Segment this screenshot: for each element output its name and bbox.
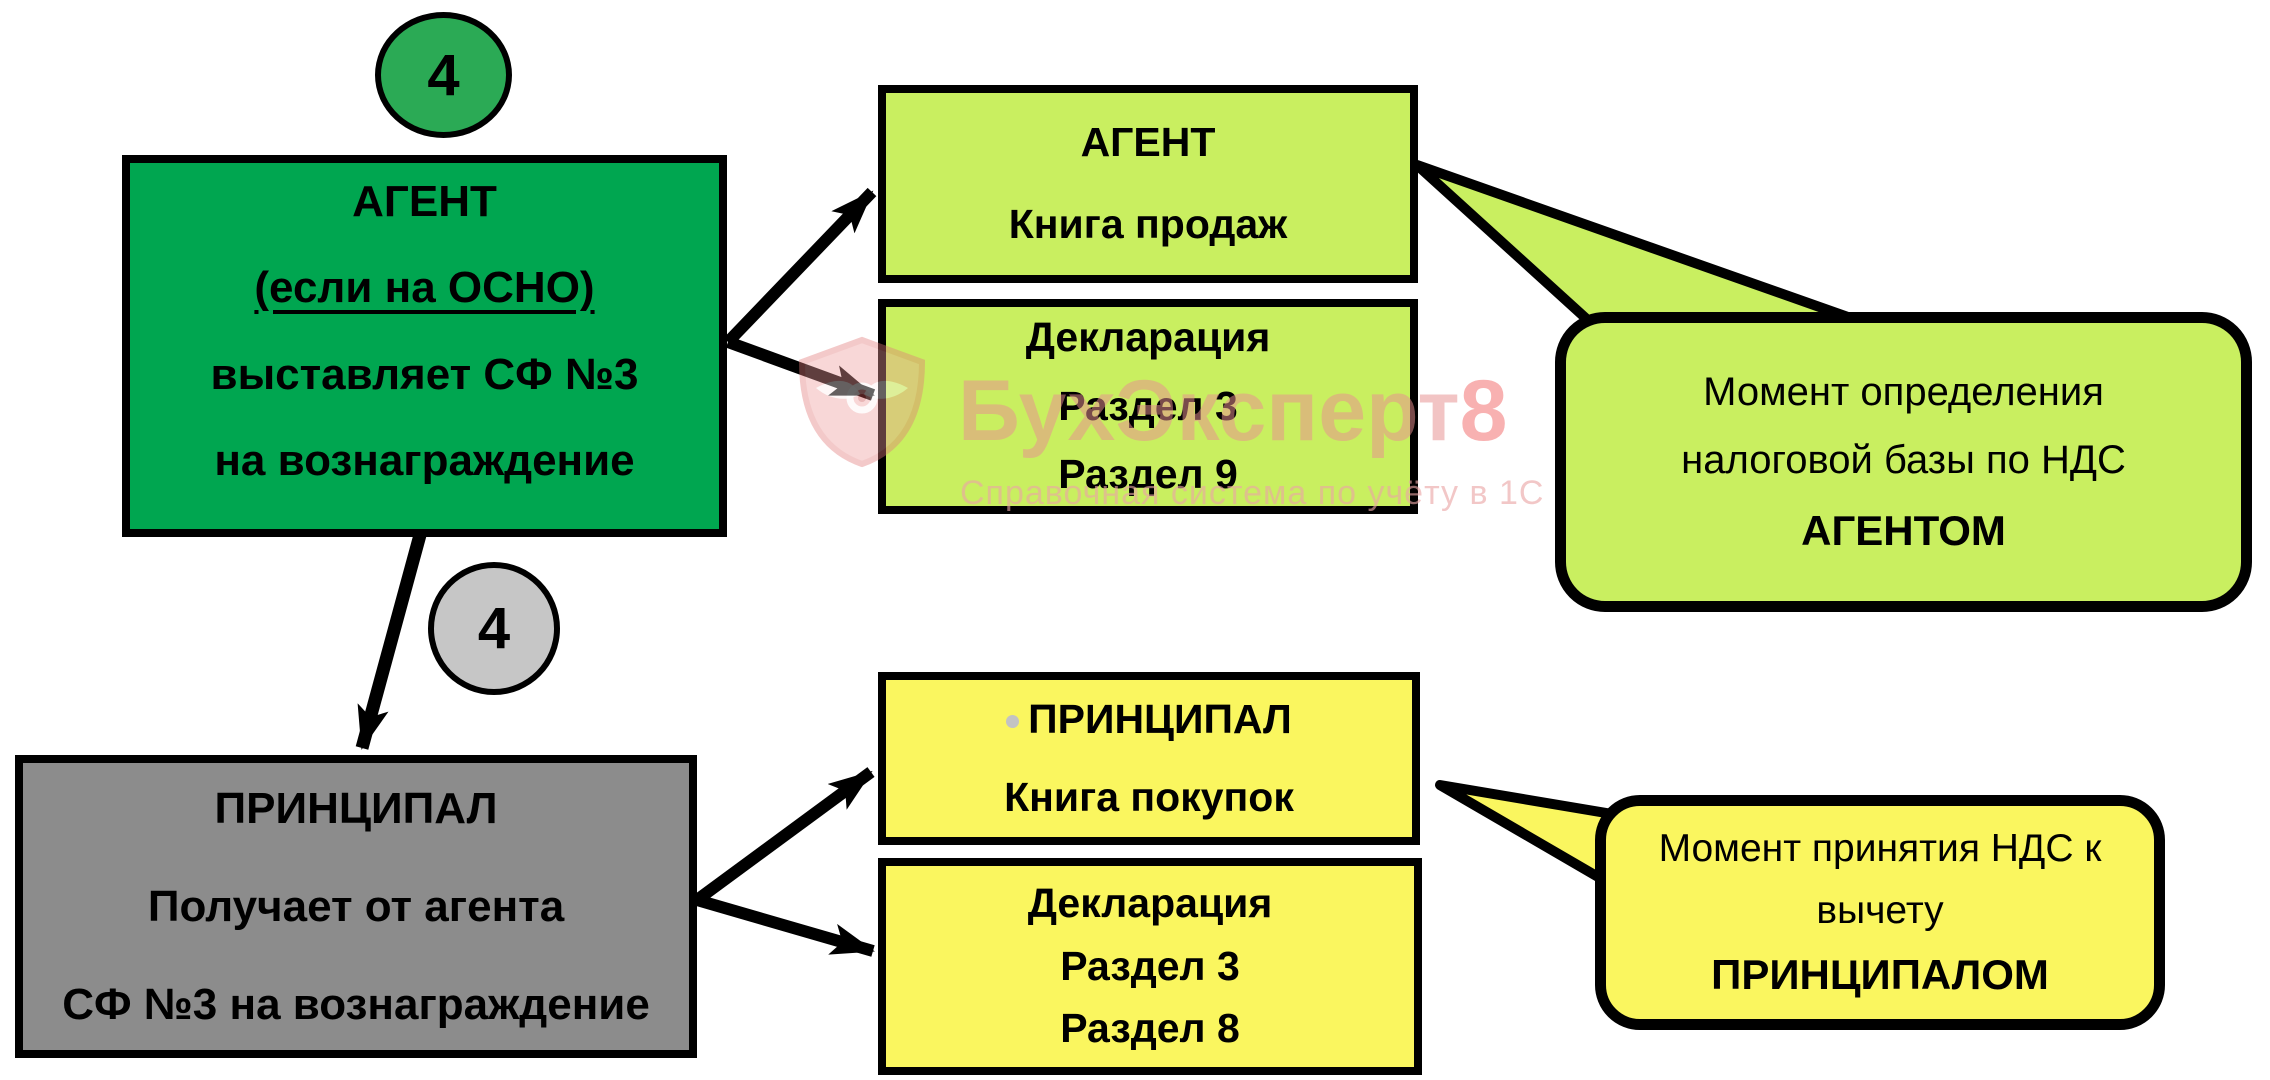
agent-declaration-section-9: Раздел 9 — [1058, 451, 1238, 498]
principal-box-action-line1: Получает от агента — [147, 881, 565, 931]
principal-box-title: ПРИНЦИПАЛ — [214, 783, 498, 833]
agent-sales-book-title: АГЕНТ — [1080, 119, 1216, 166]
agent-box-title: АГЕНТ — [352, 176, 497, 226]
principal-callout-bubble: Момент принятия НДС к вычету ПРИНЦИПАЛОМ — [1595, 795, 2165, 1030]
arrow-principal-to-declaration — [695, 894, 875, 957]
principal-declaration-section-3: Раздел 3 — [1060, 942, 1240, 989]
agent-callout-bubble: Момент определения налоговой базы по НДС… — [1555, 312, 2252, 612]
agent-box-condition: (если на ОСНО) — [254, 263, 595, 313]
principal-purchase-book-title: ПРИНЦИПАЛ — [1006, 695, 1292, 743]
principal-declaration-title: Декларация — [1027, 879, 1273, 926]
step-badge-principal: 4 — [428, 562, 560, 695]
arrow-agent-to-principal — [355, 533, 427, 750]
arrow-principal-to-purchase-book — [693, 767, 875, 905]
principal-callout-line1: Момент принятия НДС к — [1658, 827, 2102, 871]
agent-sales-book-box: АГЕНТ Книга продаж — [878, 85, 1418, 283]
agent-box-action-line2: на вознаграждение — [214, 435, 635, 485]
arrow-agent-to-declaration — [725, 336, 876, 401]
bullet-dot-icon — [1006, 715, 1020, 729]
agent-declaration-title: Декларация — [1025, 313, 1271, 360]
principal-declaration-box: Декларация Раздел 3 Раздел 8 — [878, 858, 1422, 1075]
principal-purchase-book-title-text: ПРИНЦИПАЛ — [1028, 695, 1292, 742]
agent-declaration-section-3: Раздел 3 — [1058, 382, 1238, 429]
principal-box: ПРИНЦИПАЛ Получает от агента СФ №3 на во… — [15, 755, 697, 1058]
principal-purchase-book-subtitle: Книга покупок — [1004, 773, 1294, 820]
arrow-agent-to-sales-book — [723, 187, 877, 347]
agent-declaration-box: Декларация Раздел 3 Раздел 9 — [878, 299, 1418, 514]
principal-declaration-section-8: Раздел 8 — [1060, 1005, 1240, 1052]
step-badge-agent-number: 4 — [427, 42, 460, 108]
step-badge-agent: 4 — [375, 12, 512, 138]
agent-box-action-line1: выставляет СФ №3 — [210, 349, 639, 399]
agent-callout-emphasis: АГЕНТОМ — [1801, 507, 2006, 555]
agent-box: АГЕНТ (если на ОСНО) выставляет СФ №3 на… — [122, 155, 727, 537]
principal-callout-emphasis: ПРИНЦИПАЛОМ — [1711, 950, 2049, 998]
step-badge-principal-number: 4 — [477, 596, 511, 661]
agent-sales-book-subtitle: Книга продаж — [1008, 201, 1288, 247]
principal-purchase-book-box: ПРИНЦИПАЛ Книга покупок — [878, 672, 1420, 845]
principal-box-action-line2: СФ №3 на вознаграждение — [62, 980, 650, 1030]
agent-callout-line1: Момент определения — [1703, 369, 2104, 414]
principal-callout-line2: вычету — [1816, 888, 1944, 932]
agent-callout-line2: налоговой базы по НДС — [1681, 438, 2126, 483]
